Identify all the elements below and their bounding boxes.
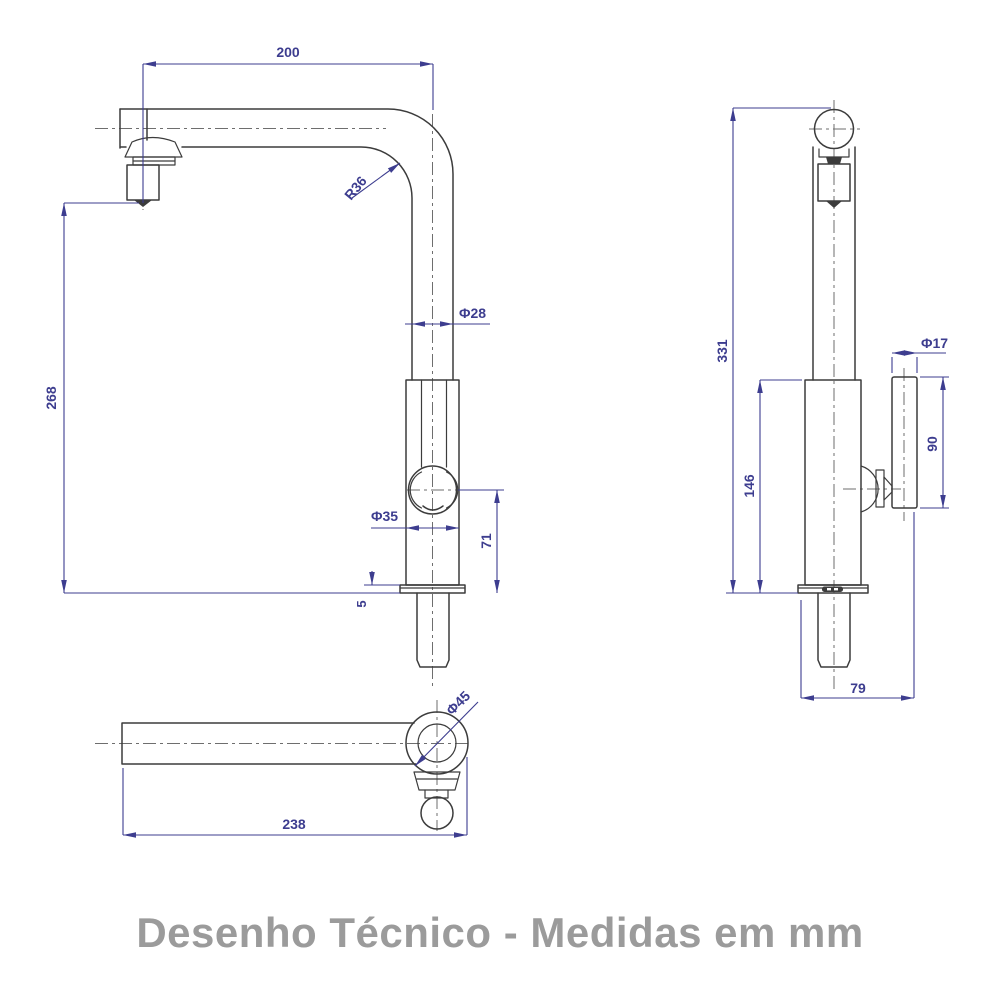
handle-outline xyxy=(891,376,918,509)
dim-handle-center-height: 71 xyxy=(478,533,494,549)
side-view: 200 R36 Φ28 268 Φ35 71 5 xyxy=(43,44,504,689)
spout-end-cap xyxy=(119,108,148,149)
dim-body-height: 146 xyxy=(741,474,757,498)
dim-handle-length: 90 xyxy=(924,436,940,452)
dim-total-height: 331 xyxy=(714,339,730,363)
riser-outline xyxy=(812,146,856,381)
dim-base-width: 79 xyxy=(850,680,866,696)
handle-knob-top xyxy=(420,796,454,830)
threaded-shank-front xyxy=(817,592,851,668)
dim-handle-diameter: Φ17 xyxy=(921,335,948,351)
aerator-tip xyxy=(134,200,152,207)
tube-circle-top xyxy=(417,723,457,763)
top-view: 238 Φ45 xyxy=(95,688,479,838)
handle-ball-arcs xyxy=(409,471,459,509)
spout-top-outline xyxy=(121,722,417,765)
brand-logo-badge xyxy=(822,586,843,592)
dim-bend-radius: R36 xyxy=(341,173,370,203)
body-outline-front xyxy=(804,379,862,586)
handle-ball xyxy=(407,465,458,515)
leader-d45 xyxy=(414,701,479,767)
drawing-caption: Desenho Técnico - Medidas em mm xyxy=(136,909,863,956)
spout-tip-circle xyxy=(813,108,855,150)
dim-ext-200 xyxy=(142,64,434,203)
spout-inner-outline xyxy=(181,146,413,381)
handle-ball-base xyxy=(422,505,444,511)
aerator-dome xyxy=(124,136,183,158)
brand-logo-mark xyxy=(827,588,831,591)
body-inner-lines xyxy=(420,379,448,468)
dim-ext-331 xyxy=(726,107,831,594)
dim-ext-238 xyxy=(122,757,468,835)
spout-outer-outline xyxy=(119,108,454,381)
handle-base-top xyxy=(413,771,461,791)
base-flange-front xyxy=(797,584,869,594)
dim-ext-79 xyxy=(800,512,915,698)
body-circle-top xyxy=(405,711,469,775)
aerator-tip-front xyxy=(826,201,842,208)
dim-spout-height: 268 xyxy=(43,386,59,410)
base-flange xyxy=(399,584,466,594)
front-view: 331 146 Φ17 90 79 xyxy=(714,100,949,701)
brand-logo-mark2 xyxy=(834,588,838,591)
aerator-ring-front xyxy=(826,157,842,164)
dim-tube-diameter: Φ28 xyxy=(459,305,486,321)
dim-spout-reach: 200 xyxy=(276,44,300,60)
threaded-shank xyxy=(416,592,450,668)
dim-ext-d17 xyxy=(891,352,946,373)
dim-ext-90 xyxy=(920,376,949,509)
joint-dome xyxy=(860,465,879,513)
dim-body-diameter: Φ35 xyxy=(371,508,398,524)
dim-flange-thickness: 5 xyxy=(354,600,369,607)
leader-r36 xyxy=(351,162,401,199)
dim-total-length: 238 xyxy=(282,816,306,832)
dim-ext-268 xyxy=(64,202,400,594)
